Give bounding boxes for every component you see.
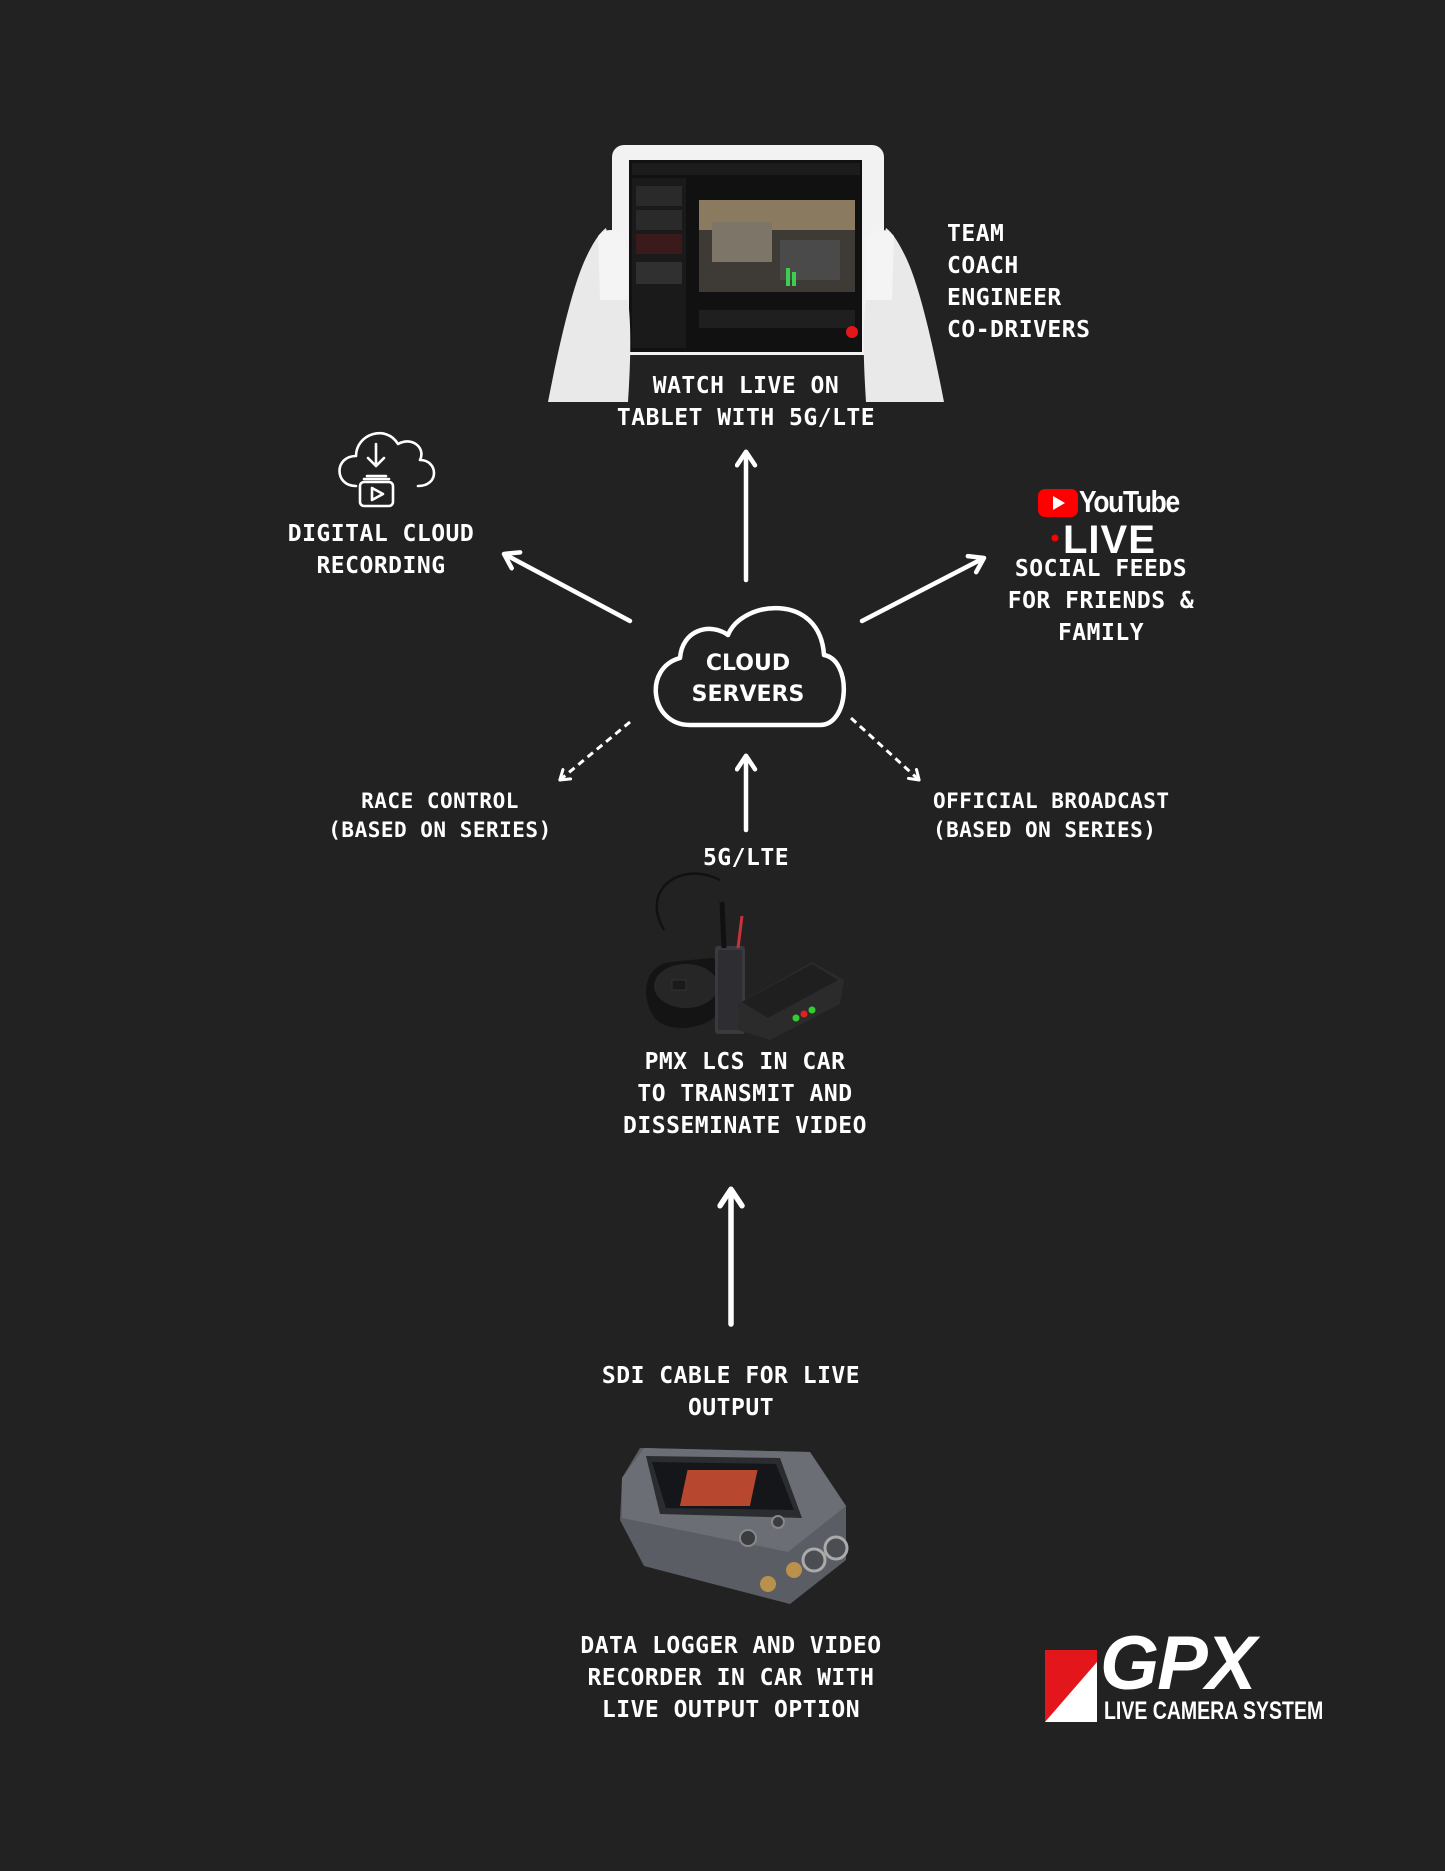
tablet-audience-list: TEAM COACH ENGINEER CO-DRIVERS <box>947 221 1091 343</box>
pmx-device-illustration <box>646 872 844 1040</box>
data-logger-illustration <box>620 1448 849 1604</box>
youtube-live-wordmark: LIVE <box>1063 518 1156 562</box>
pmx-label: PMX LCS IN CAR TO TRANSMIT AND DISSEMINA… <box>623 1049 867 1139</box>
uplink-label: 5G/LTE <box>702 845 790 871</box>
cloud-recording-label: DIGITAL CLOUD RECORDING <box>287 521 475 579</box>
youtube-wordmark: YouTube <box>1079 484 1180 519</box>
arrow-to-youtube <box>859 553 987 624</box>
race-control-label: RACE CONTROL (BASED ON SERIES) <box>328 789 552 842</box>
arrow-to-cloud-recording <box>501 550 633 624</box>
youtube-icon <box>1038 489 1078 542</box>
cloud-servers-shape <box>653 606 846 728</box>
gpx-logo-mark <box>1045 1650 1097 1722</box>
arrow-to-broadcast <box>849 716 921 782</box>
tablet-illustration <box>548 145 944 402</box>
cloud-download-icon <box>338 432 436 508</box>
cloud-servers-label: CLOUD SERVERS <box>691 651 805 707</box>
data-logger-label: DATA LOGGER AND VIDEO RECORDER IN CAR WI… <box>580 1633 882 1723</box>
gpx-wordmark: GPX <box>1100 1621 1256 1706</box>
youtube-label: SOCIAL FEEDS FOR FRIENDS & FAMILY <box>1007 556 1195 646</box>
arrow-to-race-control <box>558 720 631 782</box>
tablet-caption: WATCH LIVE ON TABLET WITH 5G/LTE <box>616 373 876 431</box>
sdi-label: SDI CABLE FOR LIVE OUTPUT <box>601 1363 861 1421</box>
broadcast-label: OFFICIAL BROADCAST (BASED ON SERIES) <box>933 789 1170 842</box>
gpx-tagline: LIVE CAMERA SYSTEM <box>1104 1697 1324 1725</box>
